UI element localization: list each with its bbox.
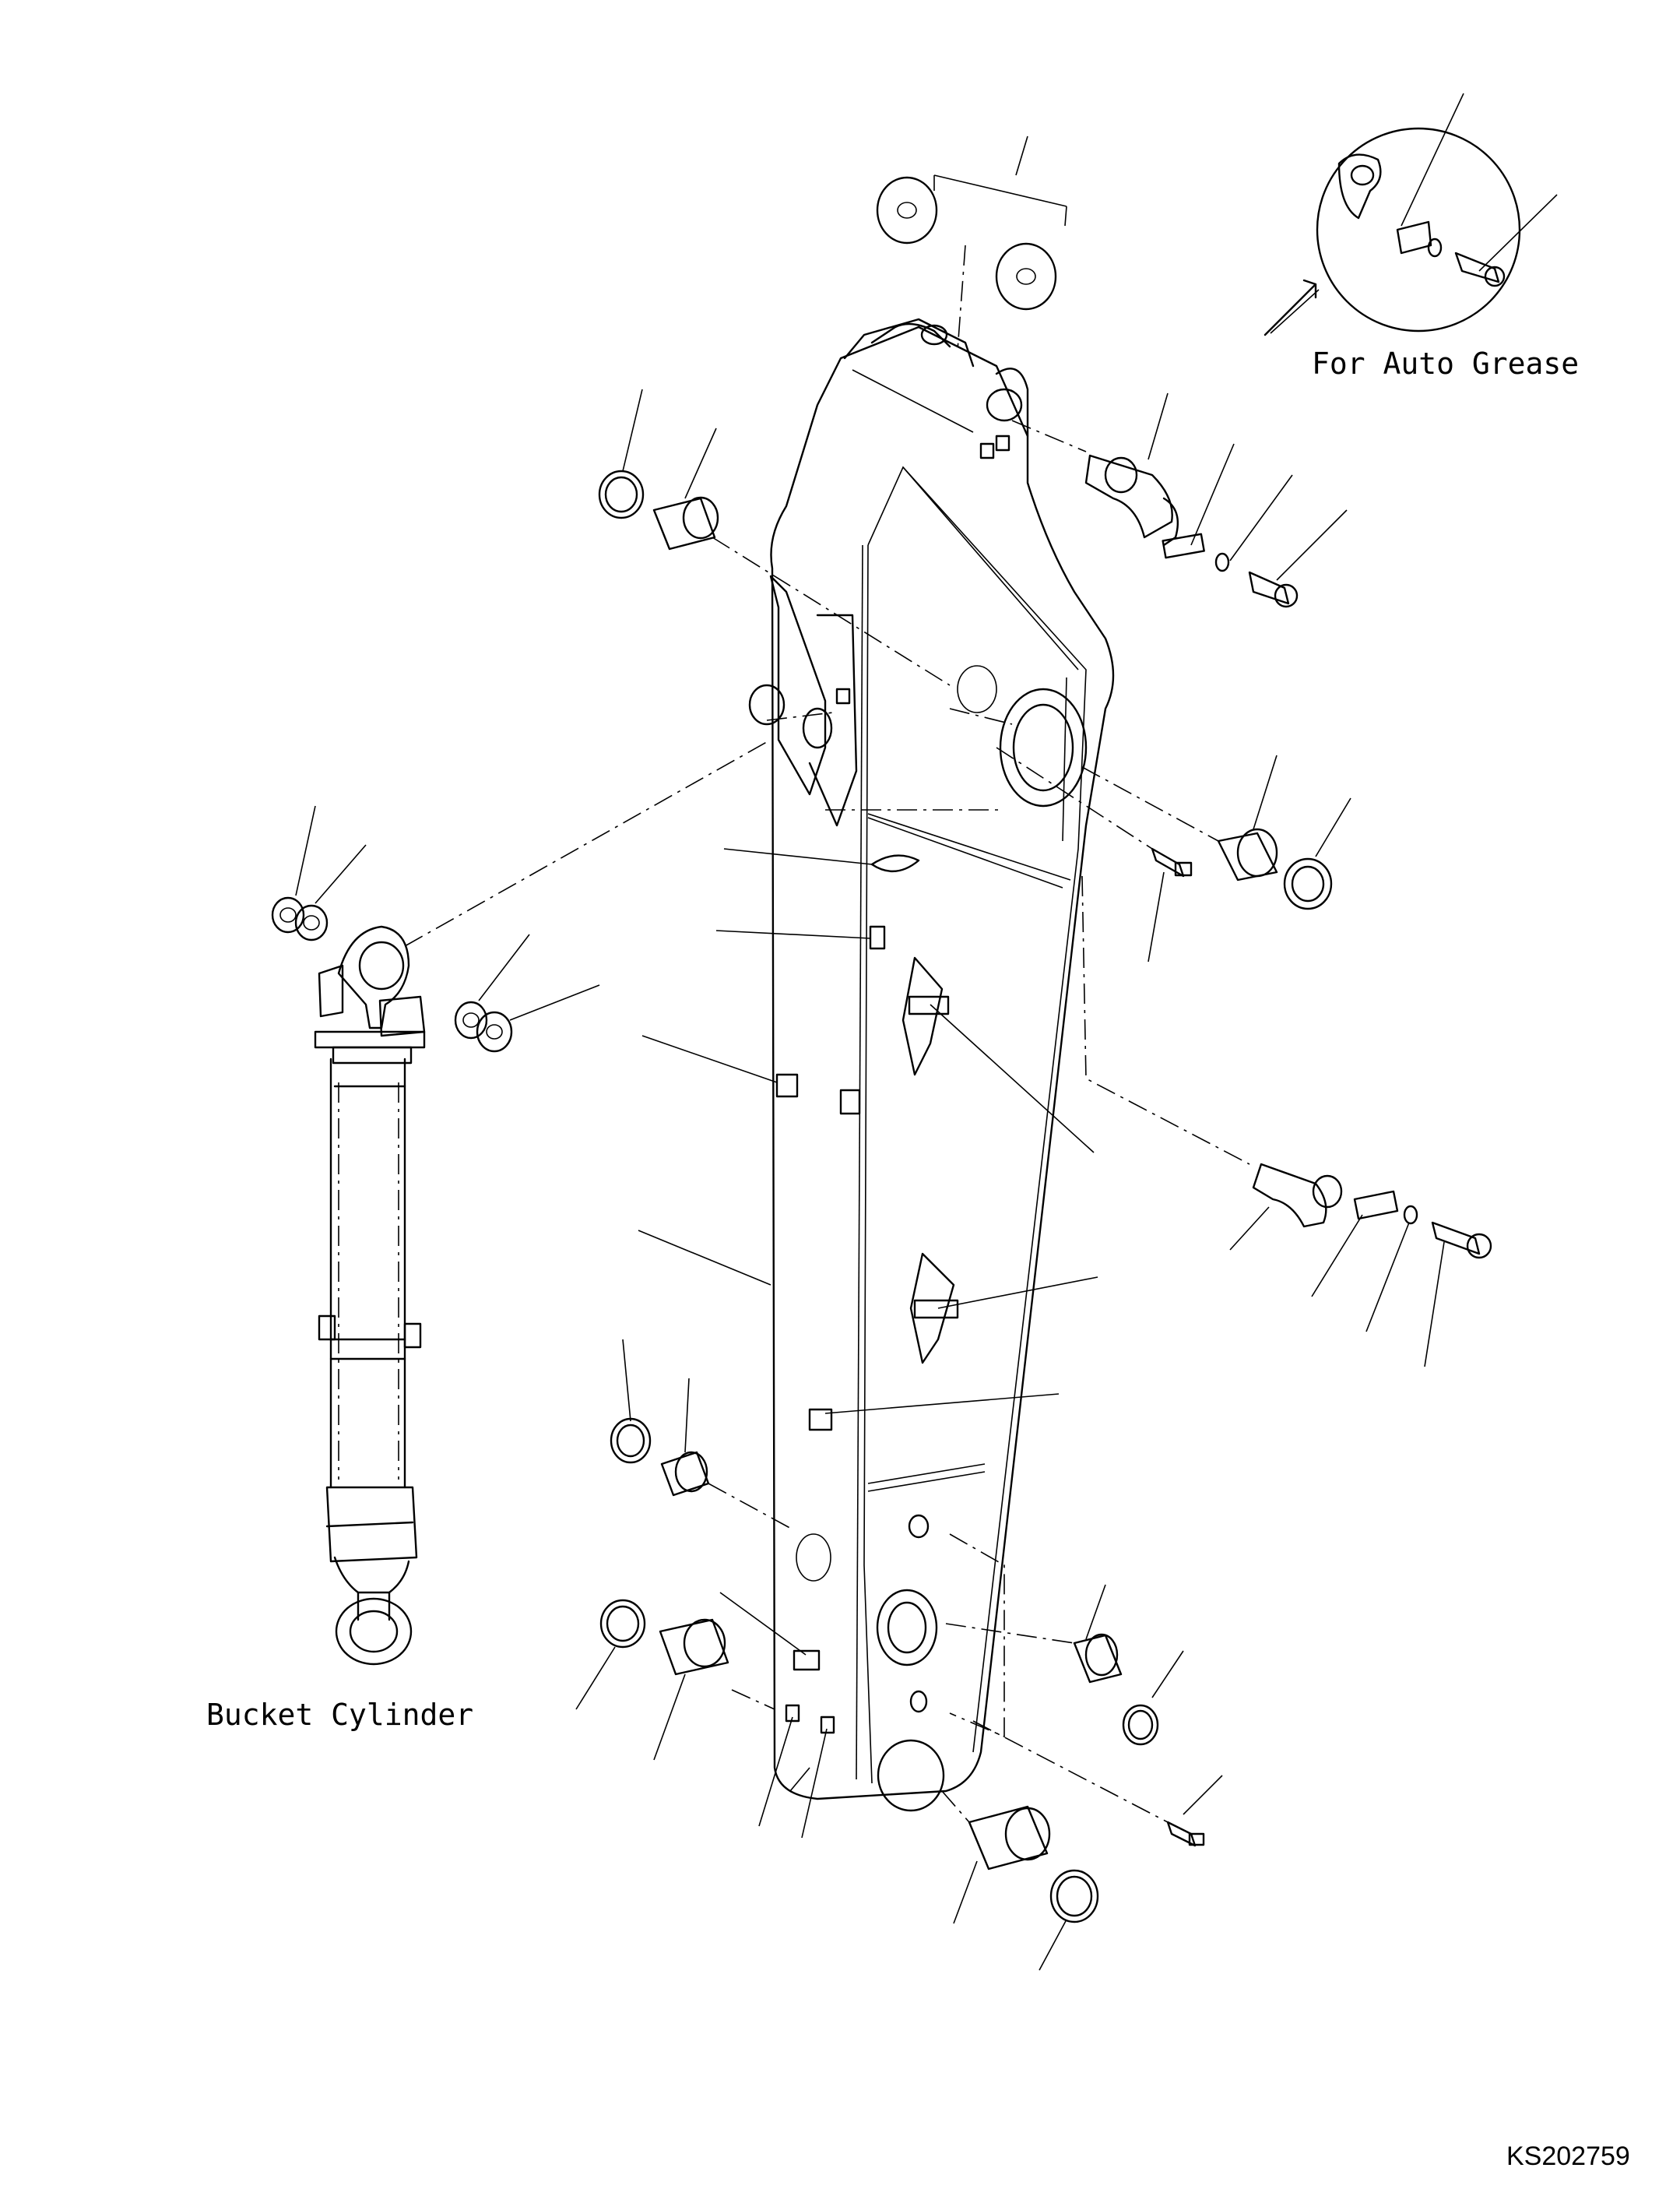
- drawing-code: KS202759: [1506, 2141, 1630, 2171]
- lower-left-bushings-b: [575, 1599, 775, 1761]
- arm-mid-pin-set: [1081, 875, 1492, 1367]
- bucket-cylinder-bracket: [748, 575, 858, 827]
- upper-left-bushings: [598, 389, 951, 686]
- cylinder-shims: [271, 739, 771, 1053]
- arm-top-pin-set: [1011, 392, 1348, 608]
- arm-bosses: [902, 956, 959, 1364]
- arm-body: [770, 318, 1115, 1812]
- lower-left-bushings-a: [610, 1339, 795, 1531]
- shim-pair-top: [876, 135, 1067, 351]
- bucket-cylinder-label: Bucket Cylinder: [206, 1698, 473, 1732]
- arm-leader-lines: [638, 712, 1098, 1839]
- arm-clamp-plates: [775, 435, 1010, 1734]
- lower-right-bushings: [941, 1533, 1223, 1971]
- bucket-cylinder: Bucket Cylinder: [206, 925, 473, 1732]
- auto-grease-detail: For Auto Grease: [1264, 93, 1579, 381]
- auto-grease-label: For Auto Grease: [1312, 347, 1579, 381]
- mid-right-bushings: [949, 708, 1351, 963]
